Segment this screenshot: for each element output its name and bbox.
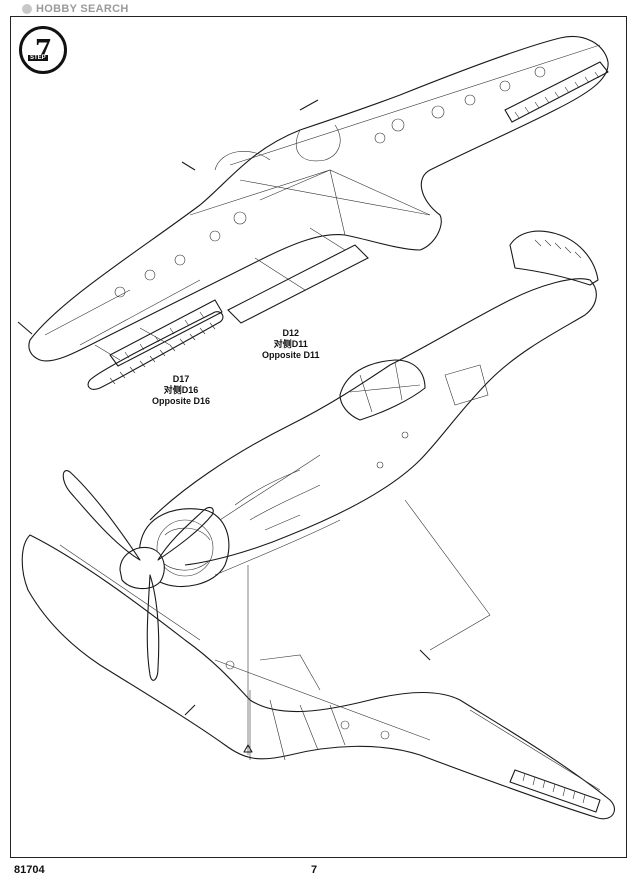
callout-d17-part: D17 [172, 374, 190, 384]
callout-d17-cn: 对侧D16 [163, 385, 199, 395]
upper-wing-view [17, 36, 609, 390]
watermark-text: HOBBY SEARCH [36, 3, 129, 15]
page-border [10, 16, 627, 858]
step-word: STEP [28, 55, 48, 61]
step-badge: 7 STEP [19, 26, 67, 74]
callout-d12-en: Opposite D11 [262, 350, 320, 360]
callout-d12-part: D12 [282, 328, 300, 338]
watermark: HOBBY SEARCH [22, 3, 129, 15]
callout-d12-cn: 对侧D11 [273, 339, 308, 349]
product-code: 81704 [14, 864, 45, 876]
page-number: 7 [311, 864, 318, 876]
callout-d17-en: Opposite D16 [152, 396, 211, 406]
aircraft-view [21, 230, 615, 820]
hobby-search-logo-icon [22, 4, 32, 14]
callout-d17: D17 对侧D16 Opposite D16 [152, 374, 210, 407]
callout-d12: D12 对侧D11 Opposite D11 [262, 328, 320, 361]
